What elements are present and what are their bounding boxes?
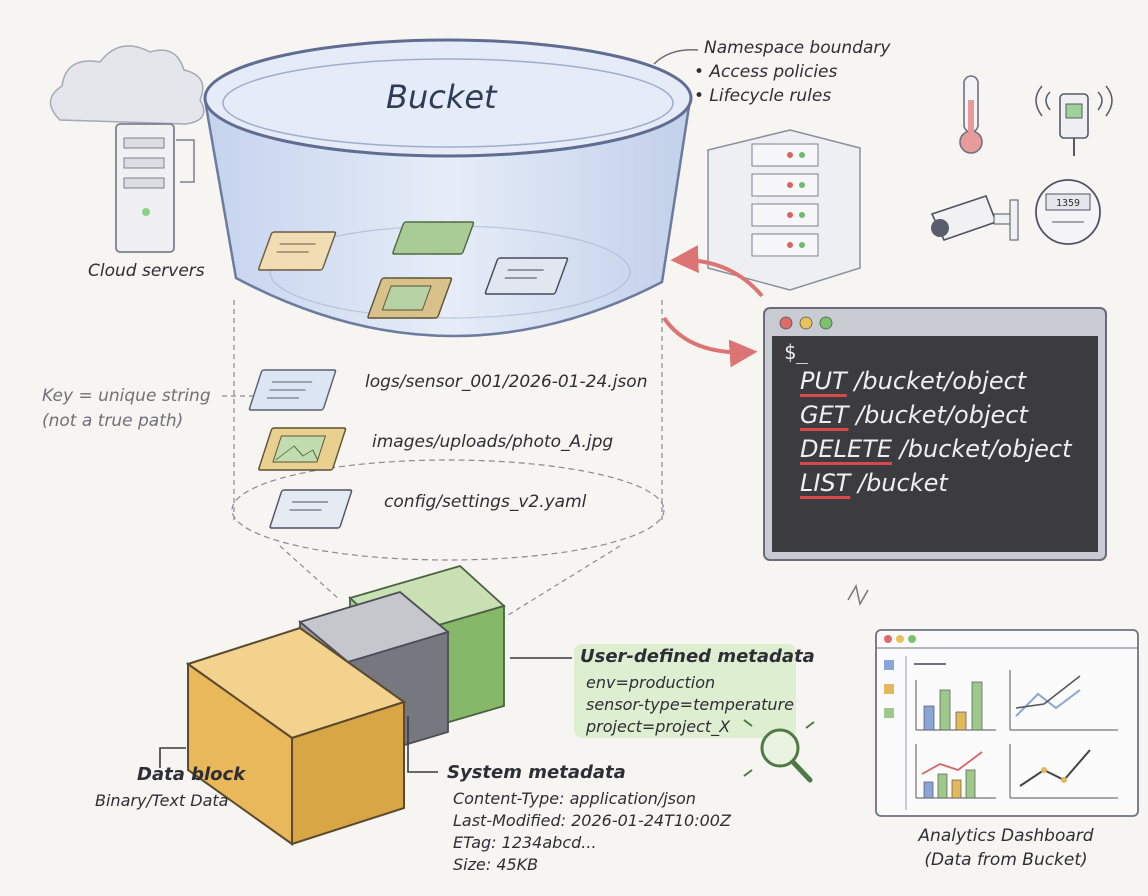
terminal-command: PUT /bucket/object [800, 364, 1098, 398]
command-path: /bucket/object [899, 435, 1072, 463]
server-rack-icon [707, 129, 861, 291]
data-block [185, 626, 407, 846]
terminal-maximize-icon [819, 316, 833, 330]
terminal-command: GET /bucket/object [800, 398, 1098, 432]
user-metadata-title: User-defined metadata [580, 646, 815, 667]
namespace-boundary-note: Namespace boundary [704, 38, 891, 58]
security-camera-icon [930, 194, 1019, 241]
data-block-subtitle: Binary/Text Data [95, 791, 229, 810]
terminal-close-icon [779, 316, 793, 330]
system-metadata-line: Last-Modified: 2026-01-24T10:00Z [453, 811, 731, 830]
analytics-dashboard [875, 629, 1139, 817]
dashboard-title: Analytics Dashboard [918, 826, 1094, 846]
object-key: config/settings_v2.yaml [384, 492, 587, 512]
command-verb: GET [800, 401, 849, 429]
terminal-window [763, 307, 1107, 561]
server-icon [115, 123, 195, 253]
wireless-sensor-icon [1035, 85, 1113, 156]
object-green-1 [392, 221, 475, 255]
object-key: logs/sensor_001/2026-01-24.json [365, 372, 648, 392]
terminal-command: DELETE /bucket/object [800, 432, 1098, 466]
user-metadata-highlight [574, 644, 796, 738]
object-blocks [185, 564, 506, 846]
object-document-1 [257, 231, 337, 271]
trend-chart-thumbnail [1009, 744, 1118, 799]
sketch-mark [847, 583, 869, 607]
dashboard-subtitle: (Data from Bucket) [924, 850, 1088, 870]
data-block-title: Data block [137, 764, 246, 785]
command-path: /bucket/object [854, 367, 1027, 395]
arrow-to-bucket [670, 245, 764, 298]
system-metadata-leader [407, 716, 438, 773]
terminal-command: LIST /bucket [800, 466, 1098, 500]
system-metadata-line: Content-Type: application/json [453, 789, 696, 808]
arrow-to-terminal [662, 316, 758, 368]
lifecycle-rules-note: • Lifecycle rules [694, 86, 832, 106]
system-metadata-title: System metadata [447, 762, 626, 783]
thermometer-icon [959, 75, 983, 154]
bucket-container [203, 38, 693, 338]
boundary-pointer-arrow [653, 49, 699, 65]
command-verb: DELETE [800, 435, 893, 463]
key-selection-ellipse [231, 459, 665, 561]
command-path: /bucket/object [856, 401, 1028, 429]
user-metadata-line: project=project_X [586, 717, 731, 736]
command-verb: LIST [800, 469, 851, 497]
access-policies-note: • Access policies [694, 62, 838, 82]
cloud-servers [49, 45, 205, 253]
bucket-rim [203, 38, 693, 158]
cloud-icon [49, 45, 205, 125]
line-chart-thumbnail [1009, 670, 1118, 731]
data-block-leader [159, 747, 186, 768]
iot-devices: 1359 [707, 75, 1113, 291]
bar-chart-thumbnail [915, 680, 996, 731]
command-verb: PUT [800, 367, 847, 395]
magnifier-icon [743, 719, 815, 783]
object-image-1 [367, 277, 453, 319]
smart-meter-icon: 1359 [1035, 179, 1101, 245]
terminal-minimize-icon [799, 316, 813, 330]
terminal-prompt: $_ [784, 340, 809, 364]
object-key: images/uploads/photo_A.jpg [372, 432, 614, 452]
document-icon [248, 369, 337, 411]
image-icon [258, 427, 347, 471]
terminal-content: $_ PUT /bucket/object GET /bucket/object… [778, 340, 1098, 500]
system-metadata-line: Size: 45KB [453, 855, 539, 874]
command-path: /bucket [857, 469, 948, 497]
key-note-line2: (not a true path) [42, 411, 184, 431]
bucket-title: Bucket [386, 78, 497, 116]
cloud-servers-label: Cloud servers [88, 261, 205, 281]
key-note-line1: Key = unique string [42, 386, 211, 406]
meter-display: 1359 [1056, 198, 1080, 209]
bar-line-chart-thumbnail [915, 744, 996, 799]
user-metadata-line: sensor-type=temperature [586, 695, 794, 714]
object-document-2 [484, 257, 569, 295]
user-metadata-line: env=production [586, 673, 716, 692]
system-metadata-line: ETag: 1234abcd... [453, 833, 597, 852]
document-icon [269, 489, 353, 529]
